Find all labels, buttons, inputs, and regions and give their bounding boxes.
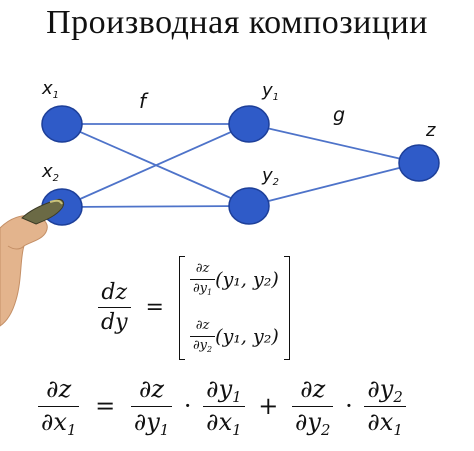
chain-rule-equation: ∂z ∂x1 = ∂z ∂y1 · ∂y1 ∂x1 + ∂z ∂y2 · ∂y2… <box>38 375 406 438</box>
label-y1: y1 <box>261 80 279 103</box>
node-y2 <box>228 187 270 225</box>
node-x1 <box>41 105 83 143</box>
edge-x2-y1 <box>61 123 250 208</box>
gradient-vector: ∂z ∂y1 (y₁, y₂) ∂z ∂y2 (y₁, y₂) <box>178 256 290 360</box>
hand-pointer-icon <box>0 199 65 327</box>
chain-lhs: ∂z ∂x1 <box>38 375 80 438</box>
label-y2: y2 <box>261 165 279 188</box>
label-g: g <box>333 104 345 126</box>
node-z <box>398 144 440 182</box>
node-y1 <box>228 105 270 143</box>
term-dz-dy1: ∂z ∂y1 <box>130 375 173 438</box>
jacobian-equation: dz dy = ∂z ∂y1 (y₁, y₂) ∂z ∂y2 (y₁, y₂) <box>98 256 290 360</box>
vector-row-1: ∂z ∂y1 (y₁, y₂) <box>189 261 279 297</box>
edge-x2-y2 <box>61 205 250 208</box>
slide-title: Производная композиции <box>46 4 428 41</box>
lhs-fraction: dz dy <box>98 280 131 336</box>
label-f: f <box>139 89 149 113</box>
vector-row-2: ∂z ∂y2 (y₁, y₂) <box>189 318 279 354</box>
label-x1: x1 <box>41 78 59 101</box>
label-z: z <box>425 120 436 141</box>
computation-graph: x1 x2 y1 y2 z f g <box>41 78 440 226</box>
edge-y2-z <box>248 162 420 207</box>
label-x2: x2 <box>41 161 59 184</box>
term-dy1-dx1: ∂y1 ∂x1 <box>203 375 245 438</box>
term-dy2-dx1: ∂y2 ∂x1 <box>364 375 406 438</box>
equals-sign: = <box>145 295 164 321</box>
term-dz-dy2: ∂z ∂y2 <box>292 375 334 438</box>
edge-y1-z <box>248 123 420 164</box>
